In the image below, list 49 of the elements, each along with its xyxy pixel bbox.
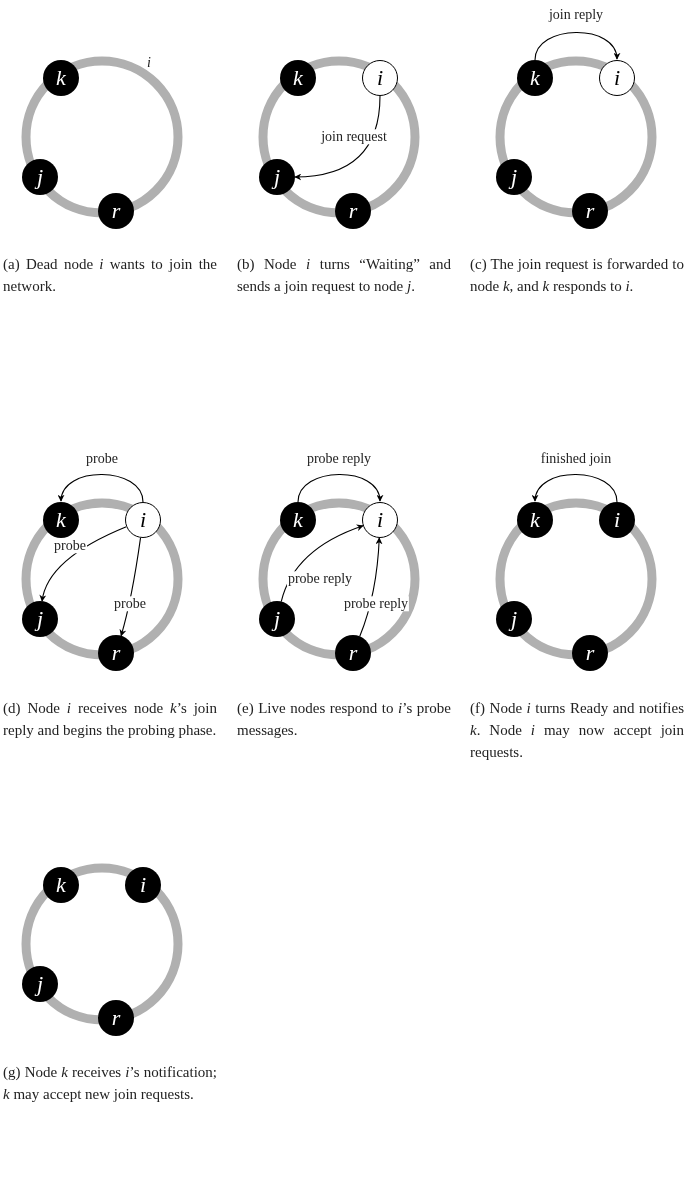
node-circle: j xyxy=(259,159,295,195)
edge-label: join request xyxy=(320,129,388,145)
waiting-node-circle: i xyxy=(599,60,635,96)
caption: (b) Node i turns “Waiting” and sends a join request to node j. xyxy=(237,255,451,296)
node-circle: i xyxy=(125,867,161,903)
node-circle: j xyxy=(496,601,532,637)
node-circle: r xyxy=(98,1000,134,1036)
arrow xyxy=(534,31,620,61)
node-circle: r xyxy=(335,635,371,671)
edge-label: finished join xyxy=(539,451,613,467)
arrow xyxy=(532,473,618,503)
edge-label: probe xyxy=(53,538,87,554)
waiting-node-circle: i xyxy=(125,502,161,538)
node-circle: k xyxy=(280,60,316,96)
caption: (a) Dead node i wants to join the network. xyxy=(3,255,217,296)
caption: (e) Live nodes respond to i’s probe messages. xyxy=(237,699,451,740)
node-circle: k xyxy=(43,60,79,96)
arrow xyxy=(58,473,144,503)
node-circle: k xyxy=(43,502,79,538)
node-circle: k xyxy=(280,502,316,538)
edge-label: probe reply xyxy=(286,571,354,587)
node-circle: k xyxy=(517,502,553,538)
caption: (g) Node k receives i’s notification; k may accept new join requests. xyxy=(3,1063,217,1104)
node-circle: j xyxy=(259,601,295,637)
waiting-node-circle: i xyxy=(362,502,398,538)
node-circle: j xyxy=(22,966,58,1002)
caption: (d) Node i receives node k’s join reply and begins the probing phase. xyxy=(3,699,217,740)
node-circle: r xyxy=(98,635,134,671)
node-circle: r xyxy=(572,193,608,229)
caption: (f) Node i turns Ready and notifies k. Node i may now accept join requests. xyxy=(470,699,684,762)
node-circle: j xyxy=(22,601,58,637)
node-circle: r xyxy=(572,635,608,671)
node-circle: j xyxy=(496,159,532,195)
node-circle: r xyxy=(335,193,371,229)
edge-label: probe xyxy=(113,596,147,612)
edge-label: join reply xyxy=(548,7,604,23)
node-circle: r xyxy=(98,193,134,229)
node-circle: i xyxy=(599,502,635,538)
edge-label: probe reply xyxy=(342,596,410,612)
caption: (c) The join request is forwarded to node k, and k responds to i. xyxy=(470,255,684,296)
edge-label: probe reply xyxy=(305,451,373,467)
node-circle: j xyxy=(22,159,58,195)
edge-label: probe xyxy=(85,451,119,467)
arrow xyxy=(297,473,383,503)
node-label: i xyxy=(147,55,151,71)
node-circle: k xyxy=(517,60,553,96)
waiting-node-circle: i xyxy=(362,60,398,96)
arrow xyxy=(39,526,127,602)
node-circle: k xyxy=(43,867,79,903)
